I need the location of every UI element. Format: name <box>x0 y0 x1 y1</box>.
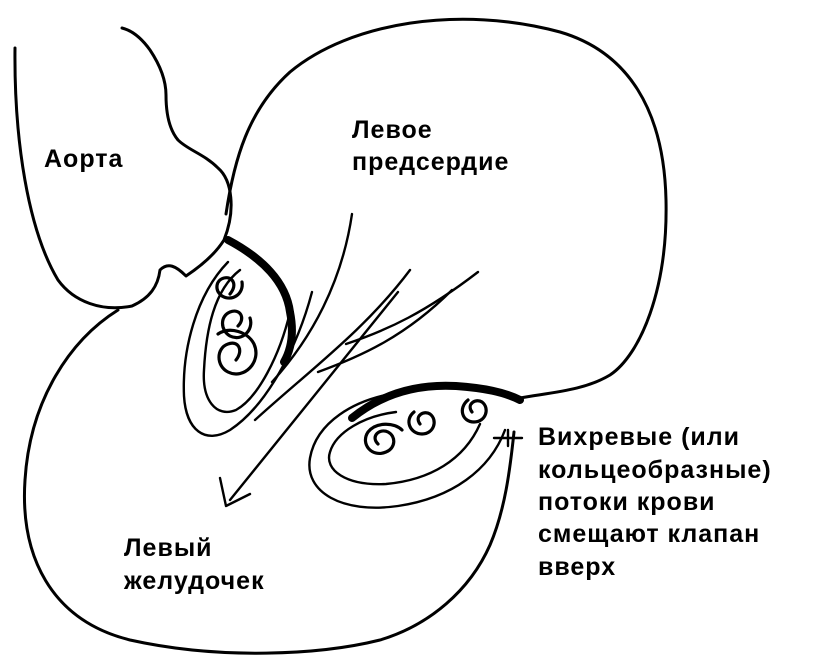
left-vortex-outer-flow <box>182 260 314 437</box>
aorta-label: Аорта <box>44 145 124 173</box>
right-spiral-middle <box>407 410 436 436</box>
left-spiral-bottom <box>216 328 258 376</box>
left-atrium-outline <box>224 17 668 400</box>
vortex-note-line-2: кольцеобразные) <box>538 456 772 484</box>
vortex-note-line-5: вверх <box>538 553 616 581</box>
left-atrium-label-line-1: Левое <box>352 116 433 144</box>
main-flow-arrow-shaft <box>228 290 400 502</box>
right-vortex-inner-flow <box>327 410 482 486</box>
central-streamline-1 <box>270 212 354 384</box>
aorta-outline <box>13 26 233 310</box>
vortex-note-line-1: Вихревые (или <box>538 423 740 451</box>
vortex-note-line-4: смещают клапан <box>538 520 760 548</box>
left-spiral-top <box>215 276 244 300</box>
right-spiral-right <box>460 398 488 424</box>
posterior-valve-leaflet <box>348 381 524 422</box>
right-vortex-outer-flow <box>308 390 507 509</box>
main-flow-arrow-head <box>218 476 252 508</box>
anterior-valve-leaflet <box>224 236 296 366</box>
right-spiral-left <box>363 422 404 455</box>
central-streamline-2 <box>253 268 412 422</box>
vortex-note-line-3: потоки крови <box>538 488 716 516</box>
central-streamline-3 <box>316 288 454 374</box>
left-atrium-label-line-2: предсердие <box>352 148 509 176</box>
annotation-pointer <box>492 428 524 448</box>
left-ventricle-label-line-2: желудочек <box>123 567 265 595</box>
left-vortex-inner-flow <box>202 268 292 413</box>
left-ventricle-outline <box>22 308 516 655</box>
left-ventricle-label-line-1: Левый <box>124 534 213 562</box>
